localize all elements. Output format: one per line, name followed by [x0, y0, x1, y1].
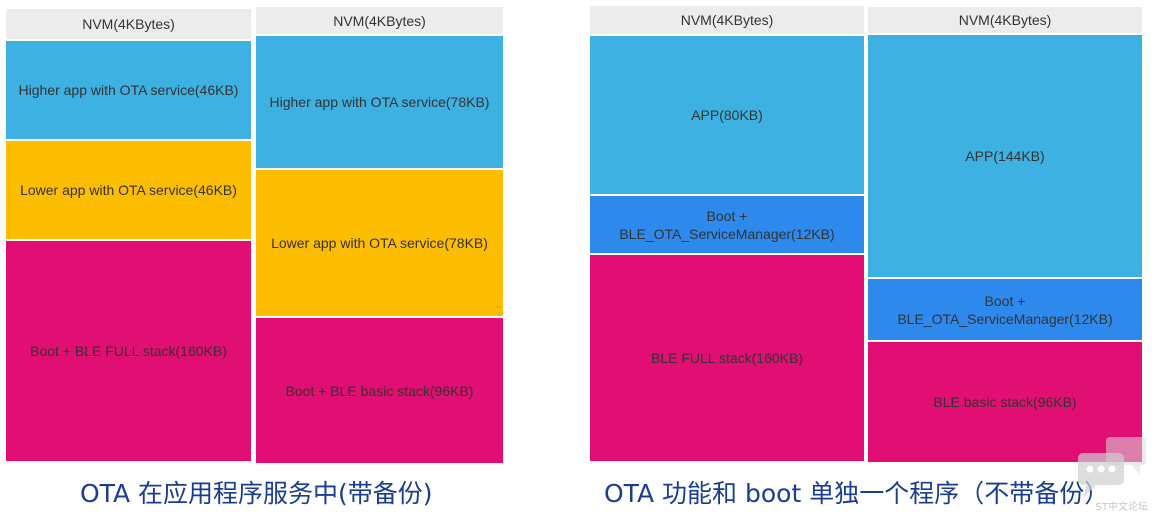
diagram-caption: OTA 功能和 boot 单独一个程序（不带备份）	[604, 479, 1110, 508]
higher-app-block: Higher app with OTA service(78KB)	[256, 36, 503, 168]
lower-app-block: Lower app with OTA service(78KB)	[256, 170, 503, 316]
boot-ota-manager-block: Boot + BLE_OTA_ServiceManager(12KB)	[868, 279, 1142, 340]
memory-column-b: NVM(4KBytes) Higher app with OTA service…	[256, 7, 503, 463]
diagram-caption: OTA 在应用程序服务中(带备份)	[80, 479, 433, 508]
app-block: APP(80KB)	[590, 36, 864, 194]
nvm-block: NVM(4KBytes)	[590, 6, 864, 34]
boot-stack-block: Boot + BLE basic stack(96KB)	[256, 318, 503, 463]
app-block: APP(144KB)	[868, 35, 1142, 277]
boot-ota-manager-block: Boot + BLE_OTA_ServiceManager(12KB)	[590, 196, 864, 253]
memory-column-b: NVM(4KBytes) APP(144KB) Boot + BLE_OTA_S…	[868, 7, 1142, 462]
watermark-text: ST中文论坛	[1095, 502, 1148, 513]
boot-stack-block: Boot + BLE FULL stack(160KB)	[6, 241, 251, 461]
memory-column-a: NVM(4KBytes) APP(80KB) Boot + BLE_OTA_Se…	[590, 6, 864, 461]
lower-app-block: Lower app with OTA service(46KB)	[6, 141, 251, 239]
chat-bubble-icon	[1078, 437, 1146, 497]
higher-app-block: Higher app with OTA service(46KB)	[6, 41, 251, 139]
stack-block: BLE basic stack(96KB)	[868, 342, 1142, 462]
memory-column-a: NVM(4KBytes) Higher app with OTA service…	[6, 9, 251, 461]
nvm-block: NVM(4KBytes)	[6, 9, 251, 39]
stack-block: BLE FULL stack(160KB)	[590, 255, 864, 461]
nvm-block: NVM(4KBytes)	[256, 7, 503, 34]
nvm-block: NVM(4KBytes)	[868, 7, 1142, 33]
